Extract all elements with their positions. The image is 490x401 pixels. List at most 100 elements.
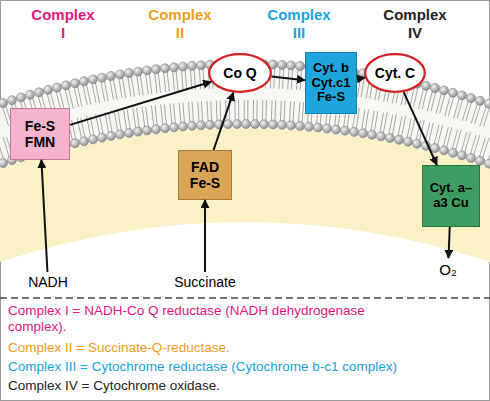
lipid-head (71, 79, 80, 88)
lipid-head (467, 154, 476, 163)
lipid-head (125, 128, 134, 137)
lipid-head (269, 120, 278, 129)
matrix-region (0, 128, 490, 262)
lipid-head (0, 99, 8, 108)
lipid-head (44, 85, 53, 94)
node-text: FAD Fe-S (183, 159, 227, 191)
lipid-head (332, 125, 341, 134)
node-text: Fe-S FMN (18, 118, 62, 150)
lipid-head (305, 122, 314, 131)
lipid-head (107, 131, 116, 140)
lipid-head (197, 121, 206, 130)
complex-heading: Complex I (30, 6, 96, 42)
complex-box: Cyt. a–a3 Cu (422, 165, 480, 227)
lipid-head (440, 146, 449, 155)
complex-heading: Complex III (266, 6, 332, 42)
lipid-head (449, 148, 458, 157)
lipid-head (134, 127, 143, 136)
lipid-head (197, 61, 206, 70)
key-note: Complex III = Cytochrome reductase (Cyto… (8, 359, 486, 375)
node-text: Cyt. b Cyt.c1 Fe-S (308, 61, 354, 106)
lipid-head (485, 99, 490, 108)
lipid-head (17, 93, 26, 102)
flow-arrow (357, 78, 365, 79)
lipid-head (0, 159, 8, 168)
lipid-head (80, 77, 89, 86)
flow-arrow (448, 227, 449, 258)
lipid-head (89, 135, 98, 144)
lipid-head (287, 61, 296, 70)
node-text: Succinate (174, 274, 235, 290)
lipid-head (422, 81, 431, 90)
node-text: Cyt. C (375, 65, 415, 81)
complex-heading: Complex II (147, 6, 213, 42)
lipid-head (467, 94, 476, 103)
lipid-head (215, 120, 224, 129)
flow-arrow (272, 76, 305, 80)
lipid-head (449, 88, 458, 97)
lipid-head (71, 139, 80, 148)
flow-arrow (404, 92, 437, 165)
lipid-head (143, 66, 152, 75)
carrier-ellipse: Cyt. C (364, 53, 426, 93)
key-note: Complex I = NADH-Co Q reductase (NADH de… (8, 303, 408, 335)
lipid-head (206, 120, 215, 129)
lipid-head (98, 133, 107, 142)
lipid-head (476, 156, 485, 165)
lipid-head (278, 120, 287, 129)
node-text: Co Q (223, 65, 256, 81)
lipid-head (242, 120, 251, 129)
lipid-head (431, 84, 440, 93)
lipid-head (107, 71, 116, 80)
lipid-head (458, 151, 467, 160)
lipid-head (179, 122, 188, 131)
lipid-head (422, 141, 431, 150)
lipid-head (161, 124, 170, 133)
ellipse-shape (209, 54, 271, 92)
divider-line (0, 297, 490, 299)
lipid-head (458, 91, 467, 100)
flow-arrow (204, 200, 206, 272)
lipid-head (395, 135, 404, 144)
lipid-head (188, 121, 197, 130)
lipid-head (98, 73, 107, 82)
lipid-head (260, 120, 269, 129)
complex-box: Fe-S FMN (10, 108, 70, 160)
lipid-head (224, 120, 233, 129)
node-text: O₂ (439, 261, 457, 278)
complex-heading: Complex IV (382, 6, 448, 42)
lipid-head (296, 122, 305, 131)
lipid-head (251, 120, 260, 129)
lipid-head (350, 127, 359, 136)
lipid-head (80, 137, 89, 146)
lipid-head (62, 81, 71, 90)
lipid-head (323, 124, 332, 133)
lipid-head (287, 121, 296, 130)
flow-arrow (41, 160, 47, 272)
lipid-head (134, 67, 143, 76)
product-label: O₂ (433, 258, 463, 282)
lipid-head (377, 132, 386, 141)
lipid-head (278, 60, 287, 69)
lipid-head (161, 64, 170, 73)
lipid-head (296, 62, 305, 71)
lipid-head (116, 70, 125, 79)
lipid-head (179, 62, 188, 71)
lipid-head (170, 123, 179, 132)
lipid-head (53, 83, 62, 92)
flow-arrow (214, 93, 234, 150)
lipid-head (125, 68, 134, 77)
lipid-head (152, 65, 161, 74)
key-note: Complex II = Succinate-Q-reductase. (8, 340, 478, 356)
substrate-label: Succinate (165, 272, 245, 292)
lipid-head (143, 126, 152, 135)
lipid-head (26, 90, 35, 99)
lipid-head (485, 159, 490, 168)
carrier-ellipse: Co Q (208, 53, 272, 93)
lipid-head (89, 75, 98, 84)
lipid-head (170, 63, 179, 72)
substrate-label: NADH (18, 272, 78, 292)
lipid-head (359, 129, 368, 138)
complex-box: FAD Fe-S (178, 150, 232, 200)
